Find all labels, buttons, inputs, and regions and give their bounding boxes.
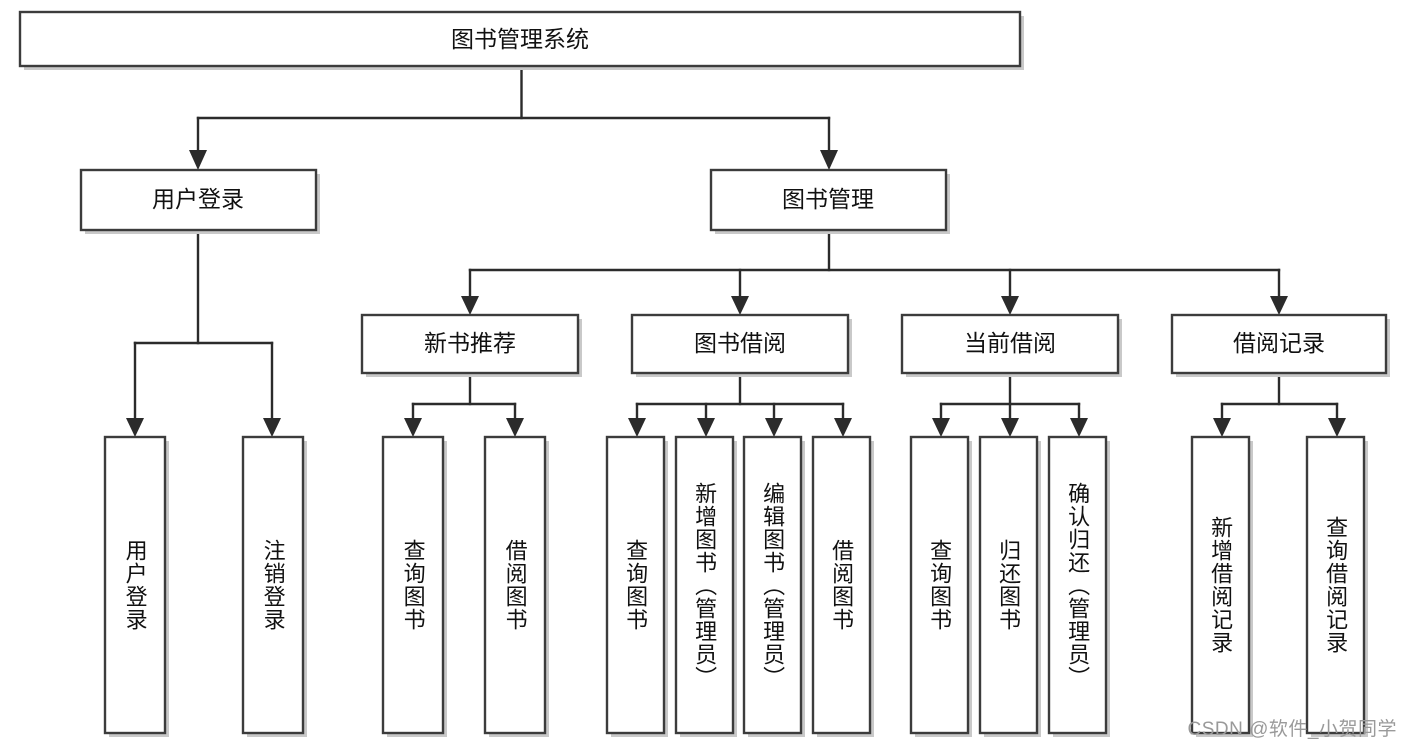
connector-user-login-to-leaves xyxy=(126,230,281,437)
node-borrow-records[interactable]: 借阅记录 xyxy=(1170,313,1390,377)
leaf-logout[interactable] xyxy=(241,435,307,737)
connector-book-borrow-to-leaves xyxy=(628,373,852,437)
node-current-borrow[interactable]: 当前借阅 xyxy=(900,313,1122,377)
node-current-borrow-label: 当前借阅 xyxy=(964,330,1056,356)
leaf-query-borrow-record[interactable] xyxy=(1305,435,1368,737)
leaf-query-book-current[interactable] xyxy=(909,435,972,737)
node-user-login[interactable]: 用户登录 xyxy=(79,168,320,234)
leaf-return-book[interactable] xyxy=(978,435,1041,737)
node-root[interactable]: 图书管理系统 xyxy=(18,10,1024,70)
csdn-watermark: CSDN @软件_小贺同学 xyxy=(1187,719,1397,740)
leaf-borrow-book-recommend[interactable] xyxy=(483,435,549,737)
node-new-book-recommend[interactable]: 新书推荐 xyxy=(360,313,582,377)
node-borrow-records-label: 借阅记录 xyxy=(1233,330,1325,356)
connector-current-borrow-to-leaves xyxy=(932,373,1088,437)
connector-book-mgmt-to-level3 xyxy=(461,230,1288,315)
node-book-borrow[interactable]: 图书借阅 xyxy=(630,313,852,377)
connector-borrow-records-to-leaves xyxy=(1213,373,1346,437)
node-book-management-label: 图书管理 xyxy=(782,186,874,212)
leaf-borrow-book[interactable] xyxy=(811,435,874,737)
leaf-edit-book-admin[interactable] xyxy=(742,435,805,737)
leaf-add-borrow-record[interactable] xyxy=(1190,435,1253,737)
connector-new-book-to-leaves xyxy=(404,373,524,437)
node-book-management[interactable]: 图书管理 xyxy=(709,168,950,234)
node-book-borrow-label: 图书借阅 xyxy=(694,330,786,356)
connector-root-to-level2 xyxy=(189,66,838,170)
leaf-query-book-borrow[interactable] xyxy=(605,435,668,737)
leaf-query-book-recommend[interactable] xyxy=(381,435,447,737)
leaf-confirm-return-admin[interactable] xyxy=(1047,435,1110,737)
leaf-add-book-admin[interactable] xyxy=(674,435,737,737)
node-user-login-label: 用户登录 xyxy=(152,186,244,212)
node-new-book-recommend-label: 新书推荐 xyxy=(424,330,516,356)
leaf-user-login[interactable] xyxy=(103,435,169,737)
node-root-label: 图书管理系统 xyxy=(451,26,589,52)
